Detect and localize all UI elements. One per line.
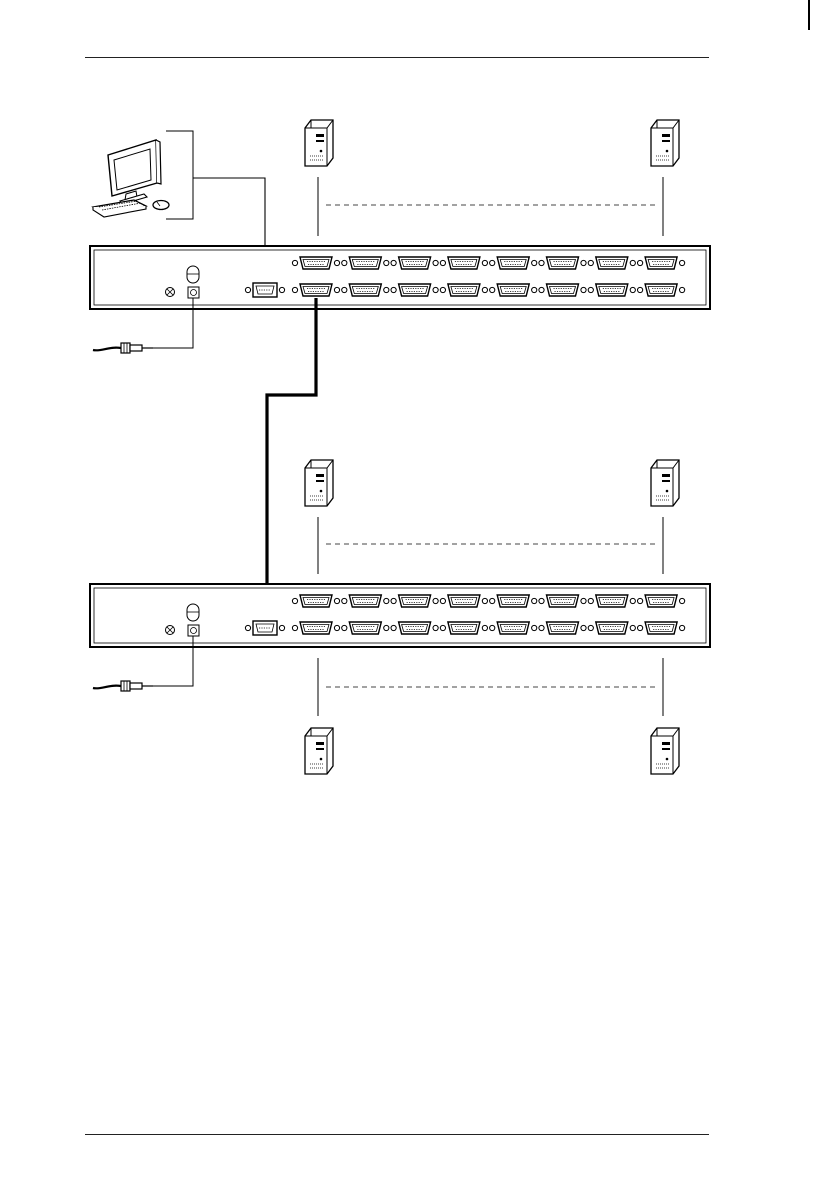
console-group (93, 131, 193, 219)
server-tower-icon (651, 728, 679, 774)
power-jack (188, 287, 199, 298)
server-tower-icon (305, 460, 333, 506)
server-tower-icon (651, 460, 679, 506)
server-tower-icon (651, 120, 679, 166)
mouse-icon (153, 201, 169, 210)
monitor-icon (108, 140, 161, 204)
keyboard-icon (93, 200, 146, 217)
kvm-switch-1 (90, 246, 710, 309)
power-switch (187, 266, 199, 283)
power-switch (187, 604, 199, 621)
server-tower-icon (305, 728, 333, 774)
kvm-switch-2 (90, 584, 710, 647)
ground-screw (166, 288, 175, 297)
ground-screw (166, 626, 175, 635)
daisy-chain-cable (267, 298, 316, 595)
server-tower-icon (305, 120, 333, 166)
power-jack (188, 625, 199, 636)
